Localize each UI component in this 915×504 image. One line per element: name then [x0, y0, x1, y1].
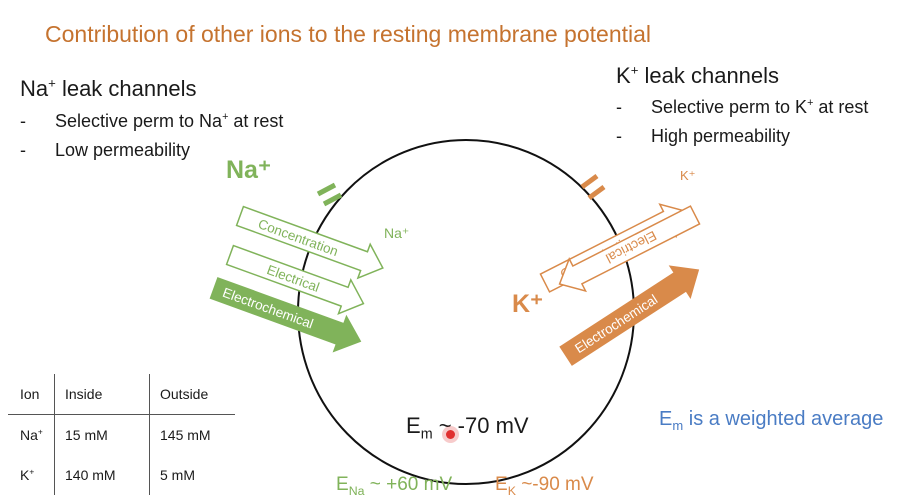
- cell-outside: 145 mM: [160, 427, 211, 443]
- cell-inside: 140 mM: [54, 455, 150, 495]
- k-leak-heading: K+ leak channels: [616, 62, 780, 88]
- na-electrochemical-arrow: [209, 277, 362, 353]
- header-inside: Inside: [54, 374, 150, 415]
- cursor-pointer-dot: [446, 430, 455, 439]
- list-item: Selective perm to Na+ at rest: [20, 107, 283, 136]
- na-bullet-list: Selective perm to Na+ at rest Low permea…: [20, 107, 283, 165]
- cell-inside: 15 mM: [54, 414, 150, 455]
- na-channel-icon: [316, 182, 343, 207]
- table-row: Na+ 15 mM 145 mM: [8, 414, 235, 455]
- cell-ion: Na+: [8, 414, 55, 455]
- na-inside-label: Na⁺: [384, 225, 409, 241]
- concentration-table: Ion Inside Outside Na+ 15 mM 145 mM K+ 1…: [8, 374, 235, 495]
- slide-title: Contribution of other ions to the restin…: [45, 21, 652, 47]
- k-electrochemical-arrow: [559, 265, 700, 366]
- list-item: Low permeability: [20, 136, 283, 165]
- table-header-row: Ion Inside Outside: [8, 374, 235, 415]
- k-electrochemical-label: Electrochemical: [572, 292, 660, 356]
- table-row: K+ 140 mM 5 mM: [8, 455, 235, 495]
- na-electrical-arrow: [225, 244, 365, 315]
- na-leak-heading: Na+ leak channels: [20, 75, 197, 101]
- na-concentration-arrow: [235, 205, 384, 280]
- e-na-label: ENa ~ +60 mV: [336, 474, 453, 498]
- header-ion: Ion: [8, 374, 55, 415]
- em-value-label: Em ~ -70 mV: [406, 413, 529, 443]
- list-item: Selective perm to K+ at rest: [616, 93, 868, 122]
- weighted-average-note: Em is a weighted average: [659, 408, 884, 433]
- header-outside: Outside: [149, 374, 235, 415]
- k-bullet-list: Selective perm to K+ at rest High permea…: [616, 93, 868, 151]
- e-k-label: EK ~-90 mV: [495, 474, 594, 498]
- k-inside-label: K⁺: [512, 290, 543, 318]
- list-item: High permeability: [616, 122, 868, 151]
- cell-ion: K+: [8, 455, 55, 495]
- k-channel-icon: [580, 173, 606, 201]
- k-outside-label: K⁺: [680, 168, 696, 183]
- k-electrical-arrow: [558, 205, 701, 293]
- cell-outside: 5 mM: [160, 467, 195, 483]
